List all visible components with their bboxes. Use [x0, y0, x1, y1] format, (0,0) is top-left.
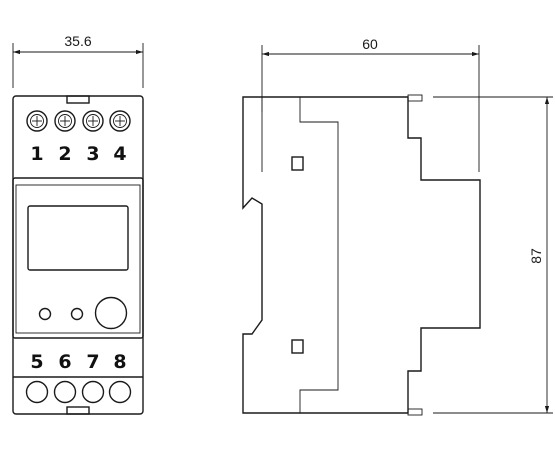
- front-panel: [12, 177, 144, 339]
- screw-icon: [82, 110, 104, 132]
- terminal-hole-icon: [81, 380, 105, 404]
- terminal-label: 7: [86, 351, 99, 373]
- front-panel-inner: [15, 184, 141, 334]
- side-view: 60 87: [242, 36, 553, 416]
- led-indicator-1: [38, 307, 52, 321]
- front-view: 35.6: [12, 33, 144, 415]
- terminal-label: 8: [113, 351, 126, 373]
- terminal-label: 6: [58, 351, 71, 373]
- screw-icon: [109, 110, 131, 132]
- side-internal-step: [299, 97, 339, 413]
- bottom-terminal-numbers: 5 6 7 8: [30, 351, 126, 373]
- terminal-hole-icon: [53, 380, 77, 404]
- display-window: [27, 205, 129, 271]
- screw-icon: [54, 110, 76, 132]
- height-dimension-label: 87: [528, 248, 544, 264]
- terminal-label: 5: [30, 351, 43, 373]
- adjust-knob: [94, 296, 128, 330]
- bottom-clip-tab: [66, 406, 90, 415]
- width-dimension: 35.6: [12, 33, 144, 88]
- depth-dimension-label: 60: [362, 36, 378, 52]
- terminal-label: 4: [113, 143, 126, 165]
- top-clip-tab: [66, 95, 90, 104]
- screw-icon: [26, 110, 48, 132]
- top-terminal-screws: [26, 110, 131, 132]
- side-window-top: [291, 156, 304, 171]
- terminal-label: 1: [30, 143, 43, 165]
- bottom-terminal-holes: [25, 380, 132, 404]
- terminal-hole-icon: [108, 380, 132, 404]
- side-window-bottom: [291, 339, 304, 354]
- terminal-label: 3: [86, 143, 99, 165]
- led-indicator-2: [70, 307, 84, 321]
- top-terminal-numbers: 1 2 3 4: [30, 143, 126, 165]
- terminal-hole-icon: [25, 380, 49, 404]
- terminal-pins: [407, 94, 423, 416]
- side-housing-outline: [242, 96, 481, 414]
- depth-dimension: 60: [261, 36, 480, 172]
- width-dimension-label: 35.6: [64, 33, 91, 49]
- terminal-label: 2: [58, 143, 71, 165]
- height-dimension: 87: [433, 96, 553, 414]
